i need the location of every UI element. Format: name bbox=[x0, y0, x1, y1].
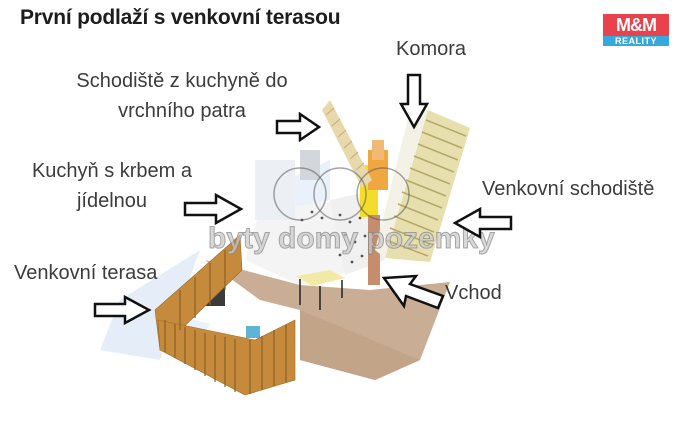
label-kitchen-line2: jídelnou bbox=[76, 190, 148, 212]
arrow-down-icon bbox=[398, 73, 430, 130]
company-logo: M&M REALITY bbox=[603, 14, 669, 46]
page-title: První podlaží s venkovní terasou bbox=[20, 6, 341, 29]
arrow-up-left-icon bbox=[381, 274, 445, 310]
watermark: byty domy pozemky bbox=[208, 222, 496, 256]
label-terrace: Venkovní terasa bbox=[14, 262, 158, 284]
label-kitchen: Kuchyň s krbem a jídelnou bbox=[12, 156, 212, 216]
label-kitchen-line1: Kuchyň s krbem a bbox=[31, 160, 193, 182]
logo-subtitle: REALITY bbox=[603, 36, 669, 46]
logo-brand: M&M bbox=[603, 14, 669, 36]
label-inner-stairs-line1: Schodiště z kuchyně do bbox=[76, 70, 288, 92]
arrow-right-icon bbox=[183, 192, 244, 226]
label-entrance: Vchod bbox=[445, 282, 502, 304]
label-storage: Komora bbox=[396, 38, 467, 60]
wooden-fence bbox=[154, 234, 296, 396]
dining-table bbox=[296, 270, 345, 286]
arrow-left-icon bbox=[452, 206, 513, 240]
outdoor-stairs bbox=[385, 110, 470, 262]
arrow-right-icon bbox=[93, 294, 152, 326]
label-outdoor-stairs: Venkovní schodiště bbox=[482, 178, 655, 200]
label-inner-stairs: Schodiště z kuchyně do vrchního patra bbox=[52, 66, 312, 126]
arrow-right-icon bbox=[275, 112, 322, 142]
label-inner-stairs-line2: vrchního patra bbox=[118, 100, 246, 122]
inner-stairs bbox=[322, 100, 372, 188]
